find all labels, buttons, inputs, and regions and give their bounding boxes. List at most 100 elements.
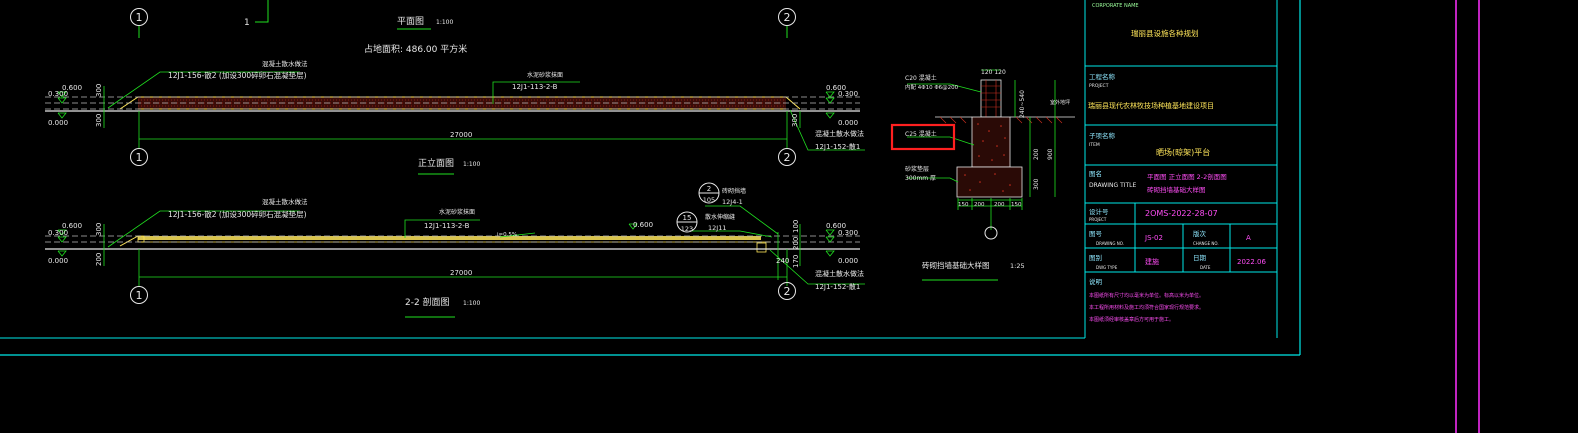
sec-elev-600-r: 0.600	[826, 222, 846, 230]
fe-elev-000-l: 0.000	[48, 119, 68, 127]
fe-elev-600-r: 0.600	[826, 84, 846, 92]
tb-date-value: 2022.06	[1237, 258, 1266, 266]
plan-axis-1: 1	[136, 11, 143, 24]
tb-notes-head: 说明	[1089, 277, 1103, 286]
sec-dim-240: 240	[776, 257, 789, 265]
tb-version-cn: 版次	[1193, 229, 1207, 238]
tb-version-en: CHANGE NO.	[1193, 241, 1219, 246]
sec-elev-000-l: 0.000	[48, 257, 68, 265]
fe-mid-spec: 12J1-113-2-B	[512, 83, 558, 91]
fe-length: 27000	[450, 131, 472, 139]
plan-label-1: 1	[244, 18, 250, 28]
selection-highlight-box[interactable]	[890, 123, 956, 151]
det-bottom-spec: 300mm 厚	[905, 175, 936, 182]
sec-left-spec: 12J1-156-散2 (加设300碎卵石混凝垫层)	[168, 209, 307, 219]
sec-callout-2-note: 砖砌挡墙	[722, 187, 746, 195]
fe-right-note: 混凝土散水做法	[815, 129, 864, 138]
tb-sheet-value: JS-02	[1144, 234, 1163, 242]
sec-callout-15-note: 散水伸缩缝	[705, 213, 735, 221]
det-dim-b2: 200	[974, 202, 985, 208]
fe-elev-600-l: 0.600	[62, 84, 82, 92]
title-block: CORPORATE NAME 瑞丽县设施各种规划 工程名称 PROJECT 瑞丽…	[1085, 3, 1277, 323]
fe-elev-000-r: 0.000	[838, 119, 858, 127]
det-dim-b1: 150	[958, 202, 969, 208]
sec-dim-200-r: 200	[792, 237, 800, 250]
sec-callout-2-num: 2	[707, 185, 711, 193]
fe-right-spec: 12J1-152-散1	[815, 142, 860, 151]
tb-sub-cn: 子项名称	[1089, 131, 1116, 140]
sec-right-spec: 12J1-152-散1	[815, 282, 860, 291]
sec-axis-1: 1	[136, 289, 143, 302]
tb-project-en: PROJECT	[1089, 83, 1109, 89]
fe-title: 正立面图	[418, 157, 454, 169]
sec-title: 2-2 剖面图	[405, 296, 450, 308]
plan-axis-2: 2	[784, 11, 791, 24]
det-dim-side: 室外地坪	[1050, 99, 1070, 106]
fe-dim-300-a: 300	[95, 84, 103, 97]
fe-axis-1: 1	[136, 151, 143, 164]
tb-drawing-en: DRAWING TITLE	[1089, 182, 1137, 189]
tb-drawing-line2: 砖砌挡墙基础大样图	[1147, 185, 1206, 194]
sec-dim-200: 200	[95, 253, 103, 266]
det-c25-note: C25 混凝土	[905, 130, 937, 138]
fe-dim-300-c: 300	[791, 114, 799, 127]
det-title: 砖砌挡墙基础大样图	[922, 260, 990, 270]
tb-no-en: PROJECT	[1089, 217, 1107, 222]
sec-elev-600-mid: 0.600	[633, 221, 653, 229]
tb-type-en: DWG TYPE	[1096, 265, 1118, 270]
sec-callout-15-spec: 12J11	[708, 224, 726, 232]
sec-left-note: 混凝土散水做法	[262, 197, 308, 206]
sec-elev-600-l: 0.600	[62, 222, 82, 230]
tb-no-cn: 设计号	[1089, 207, 1109, 216]
sec-axis-2: 2	[784, 285, 791, 298]
fe-mid-note: 水泥砂浆抹面	[527, 71, 563, 79]
tb-note-2: 本工程所用材料及施工均须符合国家现行规范要求。	[1089, 304, 1204, 311]
plan-title: 平面图	[397, 16, 424, 27]
sec-elev-300-l: 0.300	[48, 229, 68, 237]
tb-note-1: 本图纸所有尺寸均以毫米为单位。标高以米为单位。	[1089, 292, 1204, 299]
sec-scale: 1:100	[463, 300, 480, 307]
sec-callout-15-sheet: 123	[681, 225, 693, 233]
tb-company: 瑞丽县设施各种规划	[1131, 28, 1199, 38]
tb-type-cn: 图别	[1089, 253, 1102, 262]
det-dim-top: 120 120	[981, 69, 1006, 76]
fe-elev-300-l: 0.300	[48, 90, 68, 98]
det-dim-200: 200	[1033, 148, 1040, 160]
sec-callout-2-sheet: 105	[703, 196, 715, 204]
fe-axis-2: 2	[784, 151, 791, 164]
sec-right-note: 混凝土散水做法	[815, 269, 864, 278]
det-dim-300: 300	[1033, 178, 1040, 190]
fe-left-spec: 12J1-156-散2 (加设300碎卵石混凝垫层)	[168, 70, 307, 80]
front-elevation: 0.600 0.300 0.000 0.600 0.300 0.000 300 …	[45, 59, 865, 175]
tb-date-en: DATE	[1200, 265, 1211, 270]
sec-dim-100: 100	[792, 220, 800, 233]
tb-date-cn: 日期	[1193, 254, 1207, 262]
fe-left-note: 混凝土散水做法	[262, 59, 308, 68]
det-dim-900: 900	[1047, 148, 1054, 160]
sec-callout-2-spec: 12J4-1	[722, 198, 743, 206]
tb-sheet-en: DRAWING NO.	[1096, 241, 1124, 246]
tb-drawing-line1: 平面图 正立面图 2-2剖面图	[1147, 172, 1227, 181]
det-dim-b4: 150	[1011, 202, 1022, 208]
fe-scale: 1:100	[463, 161, 480, 168]
tb-project-name: 瑞丽县现代农林牧技场种植基地建设项目	[1088, 101, 1214, 110]
det-scale: 1:25	[1010, 262, 1025, 270]
det-dim-240-540: 240~540	[1019, 90, 1026, 118]
fe-elev-300-r: 0.300	[838, 90, 858, 98]
det-c20-note: C20 混凝土	[905, 74, 937, 82]
fe-dim-300-b: 300	[95, 114, 103, 127]
sec-mid-spec: 12J1-113-2-B	[424, 222, 470, 230]
tb-sheet-cn: 图号	[1089, 230, 1103, 238]
plan-view: 1 2 1 平面图 1:100 占地面积: 486.00 平方米	[130, 0, 796, 55]
sec-dim-300: 300	[95, 223, 103, 236]
tb-version-value: A	[1246, 234, 1251, 242]
section-view: 2 105 砖砌挡墙 12J4-1 15 123 散水伸缩缝 12J11 0.6…	[45, 182, 865, 318]
tb-corporate-en: CORPORATE NAME	[1092, 3, 1139, 9]
plan-scale: 1:100	[436, 19, 453, 26]
tb-project-cn: 工程名称	[1089, 72, 1116, 81]
sec-elev-000-r: 0.000	[838, 257, 858, 265]
sec-mid-note: 水泥砂浆抹面	[439, 208, 475, 216]
tb-note-3: 本图纸须经审核盖章后方可用于施工。	[1089, 316, 1174, 323]
det-bottom-note: 砂浆垫层	[905, 165, 929, 173]
